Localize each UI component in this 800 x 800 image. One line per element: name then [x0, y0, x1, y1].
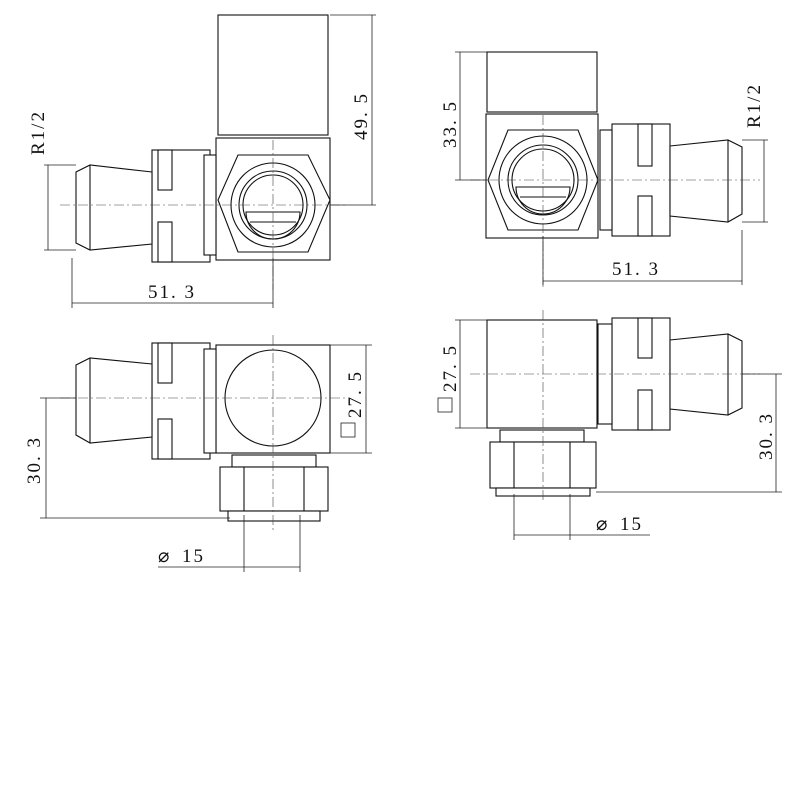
valve-head	[217, 14, 329, 136]
compression-collar	[231, 454, 317, 468]
square-symbol-icon	[340, 422, 356, 438]
height-dimension: 49. 5	[351, 92, 372, 140]
square-symbol-icon	[437, 397, 453, 413]
union-nut	[217, 154, 331, 253]
length-dimension: 51. 3	[148, 282, 196, 303]
view-bottom-right: 27. 5 30. 3 ⌀ 15	[437, 310, 782, 540]
length-dimension: 51. 3	[612, 259, 660, 280]
square-dimension: 27. 5	[440, 344, 461, 392]
height-dimension: 33. 5	[440, 100, 461, 148]
diameter-symbol-icon: ⌀	[596, 514, 609, 535]
thread-tail	[75, 357, 153, 444]
thread-tail	[669, 139, 743, 223]
view-top-right: R1/2 33. 5 51. 3	[440, 51, 768, 290]
compression-collar	[499, 429, 585, 443]
thread-tail	[669, 333, 743, 416]
slot-indicator	[245, 211, 301, 240]
thread-tail	[75, 164, 153, 251]
view-top-left: R1/2 49. 5 51. 3	[28, 14, 376, 308]
thread-dimension: R1/2	[28, 110, 49, 155]
diameter-dimension: 15	[620, 514, 643, 535]
offset-dimension: 30. 3	[756, 412, 777, 460]
compression-nut	[219, 466, 329, 512]
offset-dimension: 30. 3	[24, 436, 45, 484]
square-dimension: 27. 5	[345, 370, 366, 418]
diameter-dimension: 15	[182, 546, 205, 567]
slot-indicator	[515, 186, 571, 215]
thread-dimension: R1/2	[744, 83, 765, 128]
valve-head	[486, 51, 598, 113]
view-bottom-left: 27. 5 30. 3 ⌀ 15	[24, 335, 372, 572]
diameter-symbol-icon: ⌀	[158, 546, 171, 567]
